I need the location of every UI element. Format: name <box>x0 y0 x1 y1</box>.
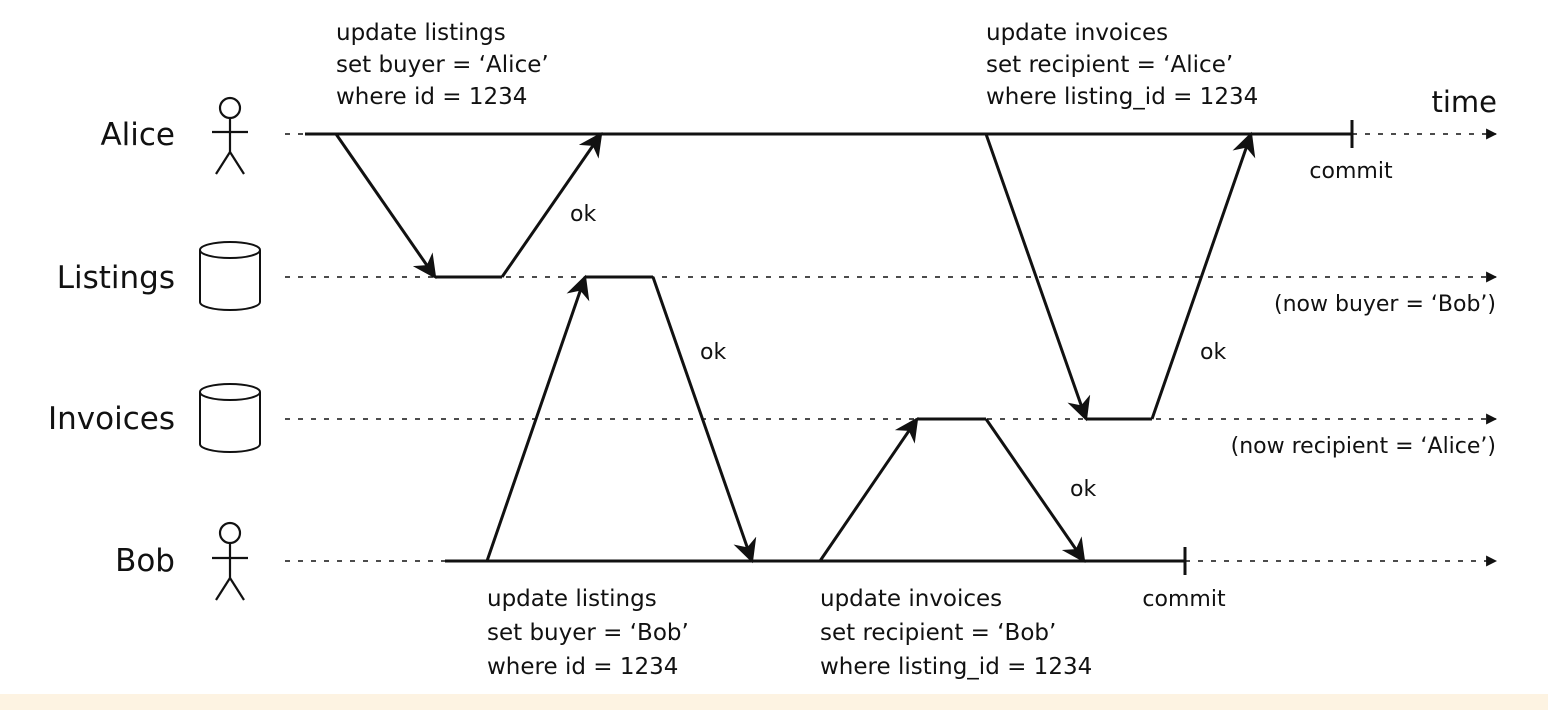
write-conflict-diagram: Alice Listings Invoices Bob <box>0 0 1548 694</box>
bob-update-invoices-query: update invoices set recipient = ‘Bob’ wh… <box>820 586 1092 680</box>
query-line: where listing_id = 1234 <box>986 84 1258 110</box>
alice-listings-request-arrow <box>334 133 437 279</box>
bob-commit-label: commit <box>1142 587 1226 612</box>
bob-listings-request-arrow <box>485 274 590 562</box>
diagram-background <box>0 0 1548 694</box>
listings-alice-ok-arrow <box>500 132 603 278</box>
query-line: set buyer = ‘Bob’ <box>487 620 689 646</box>
bob-person-icon <box>212 521 248 601</box>
bob-update-listings-query: update listings set buyer = ‘Bob’ where … <box>487 586 689 680</box>
alice-update-listings-query: update listings set buyer = ‘Alice’ wher… <box>336 20 549 110</box>
ok-label: ok <box>1070 477 1096 502</box>
query-line: where id = 1234 <box>336 84 527 110</box>
listings-database-icon <box>199 241 261 311</box>
ok-label: ok <box>1200 340 1226 365</box>
alice-person-icon <box>212 96 248 175</box>
query-line: update listings <box>487 586 657 612</box>
ok-label: ok <box>700 340 726 365</box>
query-line: set recipient = ‘Bob’ <box>820 620 1056 646</box>
bob-invoices-request-arrow <box>818 417 919 562</box>
query-line: update invoices <box>986 20 1168 46</box>
lane-label-listings: Listings <box>57 260 175 296</box>
ok-label: ok <box>570 202 596 227</box>
query-line: update invoices <box>820 586 1002 612</box>
lane-label-bob: Bob <box>115 543 175 579</box>
listings-result-note: (now buyer = ‘Bob’) <box>1274 292 1496 317</box>
query-line: where id = 1234 <box>487 654 678 680</box>
invoices-alice-ok-arrow <box>1150 131 1256 420</box>
query-line: update listings <box>336 20 506 46</box>
query-line: where listing_id = 1234 <box>820 654 1092 680</box>
listings-bob-ok-arrow <box>651 276 757 564</box>
alice-commit-label: commit <box>1309 159 1393 184</box>
lane-label-alice: Alice <box>100 117 175 153</box>
query-line: set recipient = ‘Alice’ <box>986 52 1233 78</box>
query-line: set buyer = ‘Alice’ <box>336 52 549 78</box>
alice-invoices-request-arrow <box>984 133 1091 422</box>
invoices-database-icon <box>199 383 261 453</box>
invoices-result-note: (now recipient = ‘Alice’) <box>1231 434 1496 459</box>
lane-label-invoices: Invoices <box>48 401 175 437</box>
invoices-bob-ok-arrow <box>984 418 1086 563</box>
alice-update-invoices-query: update invoices set recipient = ‘Alice’ … <box>986 20 1258 110</box>
time-axis-label: time <box>1431 85 1497 119</box>
